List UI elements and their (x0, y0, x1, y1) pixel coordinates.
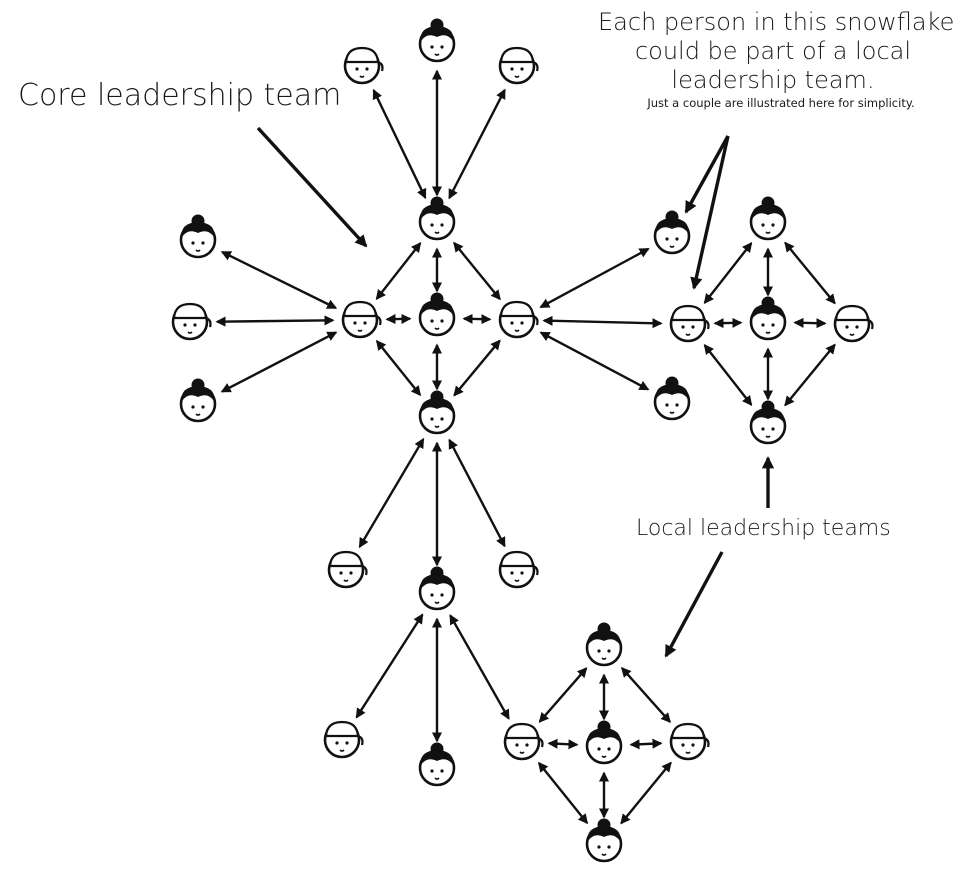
person-local-bottom-left-cap-icon (503, 722, 544, 761)
person-local-bottom-center-bun-icon (585, 720, 623, 765)
connection-arrow-local-bottom-top-to-local-bottom-right (620, 666, 672, 724)
person-local-right-right-cap-icon (833, 304, 874, 343)
person-core-right-cap-icon (498, 300, 539, 339)
connection-arrow-bottom-center-to-lower-left (355, 613, 424, 719)
connection-arrow-left-top-to-core-left (220, 250, 338, 310)
connection-arrow-local-bottom-left-to-local-bottom-bottom (537, 761, 589, 825)
person-right-outer-top-bun-icon (653, 210, 691, 255)
person-lower-left-cap-icon (323, 720, 364, 759)
connection-arrow-local-right-left-to-local-right-center (713, 317, 743, 329)
person-core-center-bun-icon (418, 292, 456, 337)
person-left-top-bun-icon (179, 214, 217, 259)
person-core-bottom-bun-icon (418, 390, 456, 435)
local-teams-label: Local leadership teams (636, 516, 891, 541)
snowflake-pointer-arrow-2 (690, 135, 730, 290)
connection-arrow-core-right-to-local-right-left (542, 315, 663, 329)
connection-arrow-core-left-to-core-center (385, 313, 412, 325)
connection-arrow-core-right-to-right-outer-top (539, 247, 650, 309)
connection-arrow-local-bottom-center-to-local-bottom-right (629, 738, 663, 750)
connection-lines (215, 69, 836, 825)
person-local-bottom-bottom-bun-icon (585, 818, 623, 863)
connection-arrow-core-left-to-core-bottom (375, 339, 422, 397)
person-local-bottom-right-cap-icon (669, 722, 710, 761)
person-left-bottom-bun-icon (179, 378, 217, 423)
person-top-left-cap-icon (343, 46, 384, 85)
person-top-right-cap-icon (498, 46, 539, 85)
connection-arrow-core-top-to-core-left (375, 242, 422, 300)
people-nodes (171, 18, 874, 863)
connection-arrow-local-right-right-to-local-right-bottom (784, 343, 836, 407)
connection-arrow-local-bottom-left-to-local-bottom-center (547, 738, 579, 750)
connection-arrow-core-top-to-core-right (453, 241, 501, 301)
person-core-top-bun-icon (418, 196, 456, 241)
connection-arrow-left-bottom-to-core-left (220, 331, 338, 393)
snowflake-note-line-2: could be part of a local (634, 37, 912, 65)
person-local-right-top-bun-icon (749, 196, 787, 241)
connection-arrow-local-right-center-to-local-right-right (793, 317, 827, 329)
connection-arrow-core-right-to-core-bottom (453, 339, 501, 397)
person-local-right-left-cap-icon (669, 304, 710, 343)
snowflake-note-line-3: leadership team. (671, 66, 875, 94)
local-team-pointer-arrow-2 (664, 551, 724, 658)
connection-arrow-core-right-to-right-outer-bottom (539, 331, 650, 391)
person-bottom-right-cap-icon (498, 550, 539, 589)
person-core-left-cap-icon (341, 300, 382, 339)
person-bottom-left-cap-icon (327, 550, 368, 589)
connection-arrow-top-left-to-core-top (372, 88, 427, 200)
connection-arrow-bottom-center-to-local-bottom-left (449, 614, 510, 720)
connection-arrow-left-middle-to-core-left (215, 315, 335, 327)
connection-arrow-top-right-to-core-top (448, 88, 506, 200)
person-left-middle-cap-icon (171, 302, 212, 341)
core-team-label: Core leadership team (18, 78, 342, 113)
connection-arrow-local-right-top-to-local-right-right (784, 241, 836, 305)
person-local-right-center-bun-icon (749, 296, 787, 341)
person-lower-center-bun-icon (418, 742, 456, 787)
snowflake-note-subtext: Just a couple are illustrated here for s… (647, 96, 915, 110)
person-bottom-center-bun-icon (418, 566, 456, 611)
connection-arrow-core-bottom-to-bottom-left (358, 437, 425, 549)
person-local-bottom-top-bun-icon (585, 622, 623, 667)
person-local-right-bottom-bun-icon (749, 400, 787, 445)
connection-arrow-local-bottom-left-to-local-bottom-top (538, 667, 588, 723)
connection-arrow-core-center-to-core-right (462, 313, 492, 325)
person-top-center-bun-icon (418, 18, 456, 63)
connection-arrow-core-bottom-to-bottom-right (448, 438, 506, 548)
connection-arrow-local-right-left-to-local-right-top (703, 242, 753, 304)
person-right-outer-bottom-bun-icon (653, 376, 691, 421)
snowflake-note-line-1: Each person in this snowflake (598, 8, 955, 36)
snowflake-pointer-arrow-1 (684, 135, 730, 214)
connection-arrow-local-bottom-right-to-local-bottom-bottom (620, 761, 672, 825)
core-team-pointer-arrow (256, 126, 368, 248)
label-pointer-arrows (256, 126, 775, 658)
connection-arrow-local-right-left-to-local-right-bottom (703, 344, 753, 406)
snowflake-note-heading: Each person in this snowflake could be p… (598, 8, 955, 95)
